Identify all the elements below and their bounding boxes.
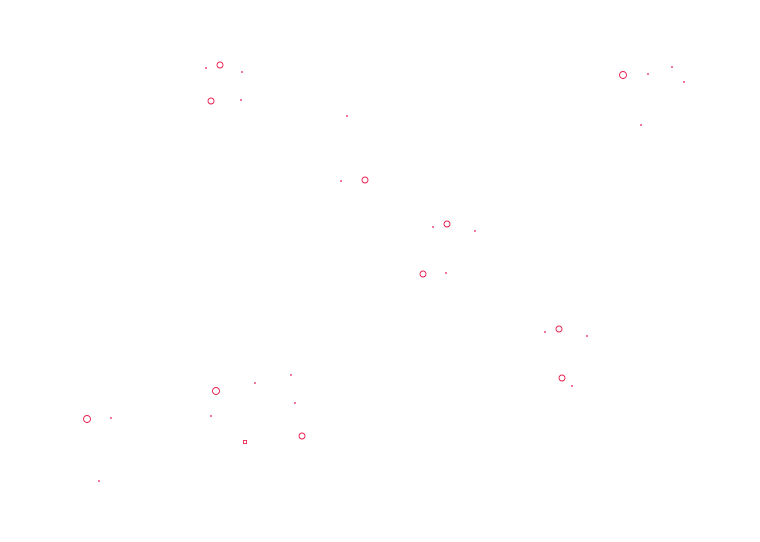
scatter-point-dot <box>647 73 649 75</box>
scatter-point-dot <box>671 66 673 68</box>
scatter-point-dot <box>241 71 243 73</box>
scatter-point-dot <box>445 272 447 274</box>
scatter-point-dot <box>544 331 546 333</box>
scatter-point-dot <box>346 115 348 117</box>
scatter-point-dot <box>205 67 207 69</box>
scatter-point-dot <box>683 81 685 83</box>
scatter-point-dot <box>640 124 642 126</box>
scatter-point-circle <box>555 325 563 333</box>
scatter-point-circle <box>216 61 224 69</box>
scatter-point-dot <box>98 480 100 482</box>
scatter-point-dot <box>110 417 112 419</box>
scatter-point-circle <box>443 220 451 228</box>
scatter-point-dot <box>294 402 296 404</box>
scatter-point-circle <box>619 71 627 79</box>
scatter-point-circle <box>83 415 91 423</box>
scatter-point-circle <box>558 374 566 382</box>
scatter-point-circle <box>212 387 220 395</box>
scatter-point-circle <box>207 97 215 105</box>
scatter-point-circle <box>361 176 369 184</box>
marks-layer <box>83 61 685 482</box>
scatter-point-dot <box>254 382 256 384</box>
scatter-point-dot <box>240 99 242 101</box>
scatter-point-dot <box>290 374 292 376</box>
scatter-point-circle <box>298 432 306 440</box>
scatter-point-dot <box>432 226 434 228</box>
scatter-point-square <box>242 439 247 444</box>
scatter-point-dot <box>340 180 342 182</box>
scatter-point-dot <box>586 335 588 337</box>
scatter-point-dot <box>474 230 476 232</box>
scatter-point-dot <box>210 415 212 417</box>
scatter-point-circle <box>419 270 427 278</box>
scatter-point-dot <box>571 385 573 387</box>
